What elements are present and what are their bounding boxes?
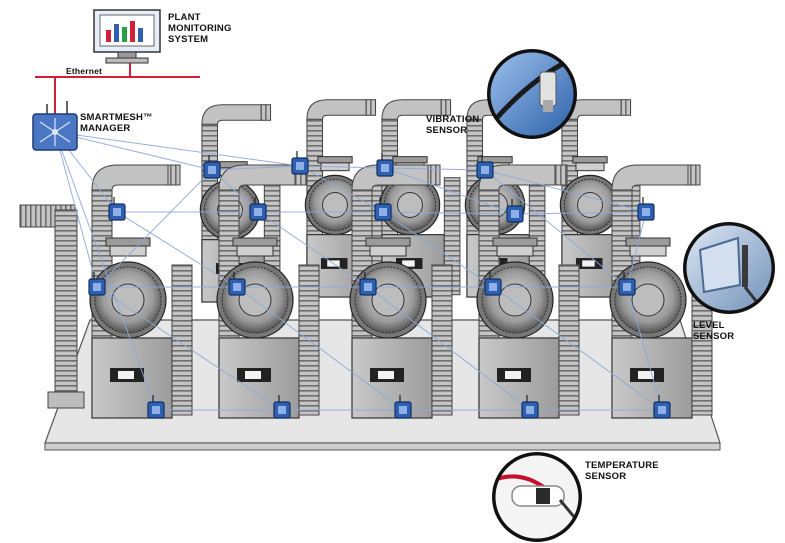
plant-monitoring-line-1: PLANT bbox=[168, 12, 232, 23]
temperature-sensor-photo bbox=[492, 452, 585, 542]
level-line-1: LEVEL bbox=[693, 320, 734, 331]
ethernet-label: Ethernet bbox=[66, 66, 102, 77]
vibration-sensor-label: VIBRATION SENSOR bbox=[426, 114, 479, 136]
temperature-sensor-label: TEMPERATURE SENSOR bbox=[585, 460, 659, 482]
vibration-line-2: SENSOR bbox=[426, 125, 479, 136]
temperature-line-1: TEMPERATURE bbox=[585, 460, 659, 471]
level-sensor-label: LEVEL SENSOR bbox=[693, 320, 734, 342]
manager-line-1: SMARTMESH™ bbox=[80, 112, 153, 123]
level-sensor-photo bbox=[683, 222, 775, 314]
plant-monitoring-label: PLANT MONITORING SYSTEM bbox=[168, 12, 232, 45]
level-line-2: SENSOR bbox=[693, 331, 734, 342]
vibration-line-1: VIBRATION bbox=[426, 114, 479, 125]
ethernet-network bbox=[35, 58, 200, 114]
manager-line-2: MANAGER bbox=[80, 123, 153, 134]
temperature-line-2: SENSOR bbox=[585, 471, 659, 482]
computer-monitor-icon bbox=[94, 10, 160, 63]
plant-monitoring-line-3: SYSTEM bbox=[168, 34, 232, 45]
wireless-sensor-node-icon bbox=[292, 151, 308, 174]
plant-monitoring-line-2: MONITORING bbox=[168, 23, 232, 34]
ductwork-left bbox=[20, 205, 84, 408]
manager-label: SMARTMESH™ MANAGER bbox=[80, 112, 153, 134]
vibration-sensor-photo bbox=[487, 49, 577, 139]
